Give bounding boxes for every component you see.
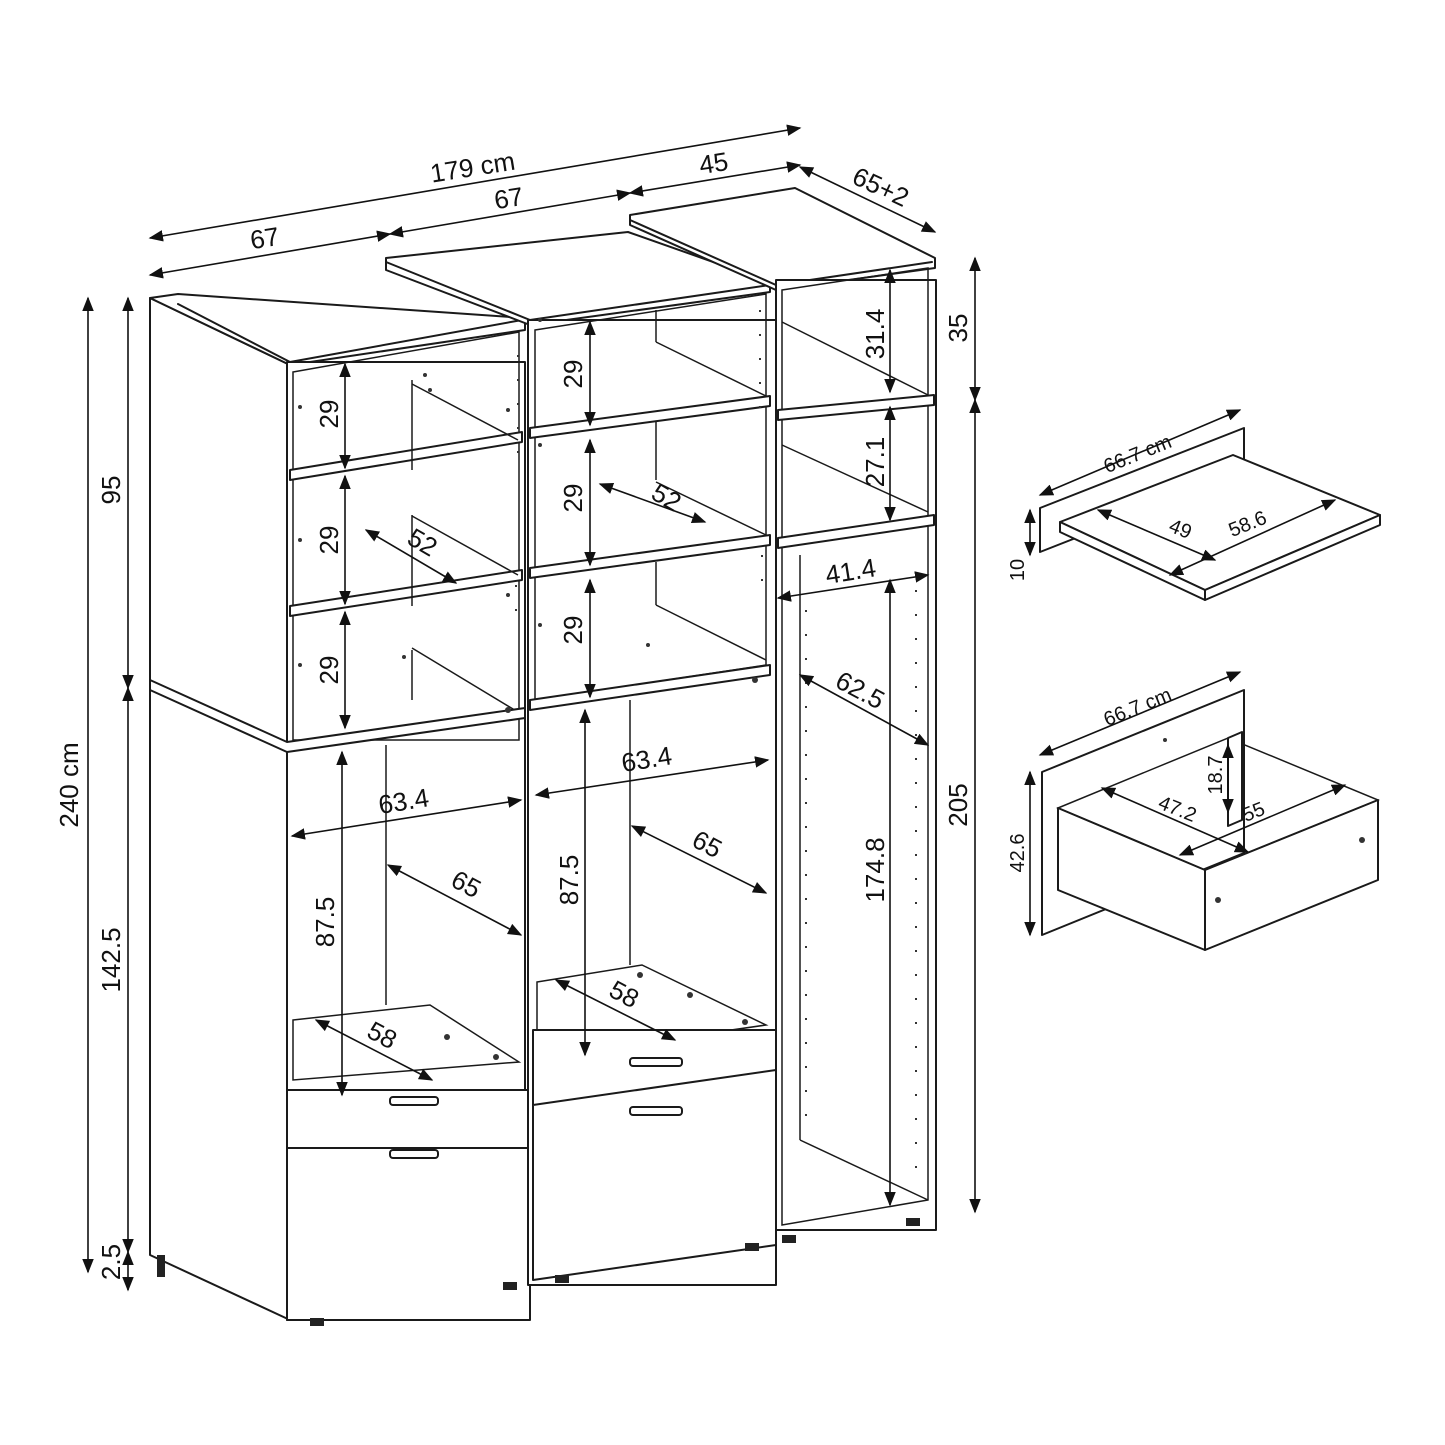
middle-inner-height-label: 87.5 <box>554 855 584 906</box>
left-lower-door[interactable] <box>286 1147 531 1321</box>
drawer-detail: 66.7 cm 42.6 18.7 47.2 55 <box>1007 671 1380 951</box>
overall-height-label: 240 cm <box>54 742 84 827</box>
middle-drawer-handle[interactable] <box>629 1057 683 1067</box>
right-second-compartment-label: 27.1 <box>860 437 890 488</box>
feet <box>157 1218 920 1326</box>
overall-width-label: 179 cm <box>428 146 517 189</box>
right-module-width-label: 45 <box>697 146 730 180</box>
middle-shelf-3-label: 29 <box>558 616 588 645</box>
middle-shelf-1-label: 29 <box>558 360 588 389</box>
upper-height-label: 95 <box>96 476 126 505</box>
foot-height-label: 2.5 <box>96 1244 126 1280</box>
shelf-detail-panel-height-label: 10 <box>1007 559 1029 581</box>
right-top-compartment-label: 31.4 <box>860 309 890 360</box>
middle-shelf-2-label: 29 <box>558 484 588 513</box>
middle-door-handle[interactable] <box>629 1106 683 1116</box>
right-upper-label: 35 <box>943 314 973 343</box>
dimension-lines <box>82 124 981 1292</box>
left-inner-height-label: 87.5 <box>310 897 340 948</box>
left-drawer-handle[interactable] <box>389 1096 439 1106</box>
middle-lower-door[interactable] <box>532 1069 777 1281</box>
right-lower-label: 205 <box>943 783 973 826</box>
hole-rows <box>515 310 917 1180</box>
middle-upper-shelves <box>529 310 771 661</box>
lower-height-label: 142.5 <box>96 927 126 992</box>
drawer-detail-drawer-height-label: 18.7 <box>1205 756 1227 795</box>
wardrobe-body <box>149 187 937 1326</box>
right-inner-height-label: 174.8 <box>860 837 890 902</box>
left-side-panel <box>149 297 291 1321</box>
left-shelf-2-label: 29 <box>314 526 344 555</box>
left-door-handle[interactable] <box>389 1149 439 1159</box>
left-shelf-1-label: 29 <box>314 400 344 429</box>
shelf-detail: 66.7 cm 10 49 58.6 <box>1007 409 1381 601</box>
left-module-width-label: 67 <box>248 221 281 255</box>
middle-module-width-label: 67 <box>492 181 525 215</box>
right-shelves <box>777 321 935 1201</box>
left-shelf-3-label: 29 <box>314 656 344 685</box>
left-drawer-front[interactable] <box>286 1089 531 1149</box>
drawer-detail-height-label: 42.6 <box>1007 834 1029 873</box>
right-front-frame <box>775 279 937 1231</box>
mounting-holes <box>298 318 758 1060</box>
